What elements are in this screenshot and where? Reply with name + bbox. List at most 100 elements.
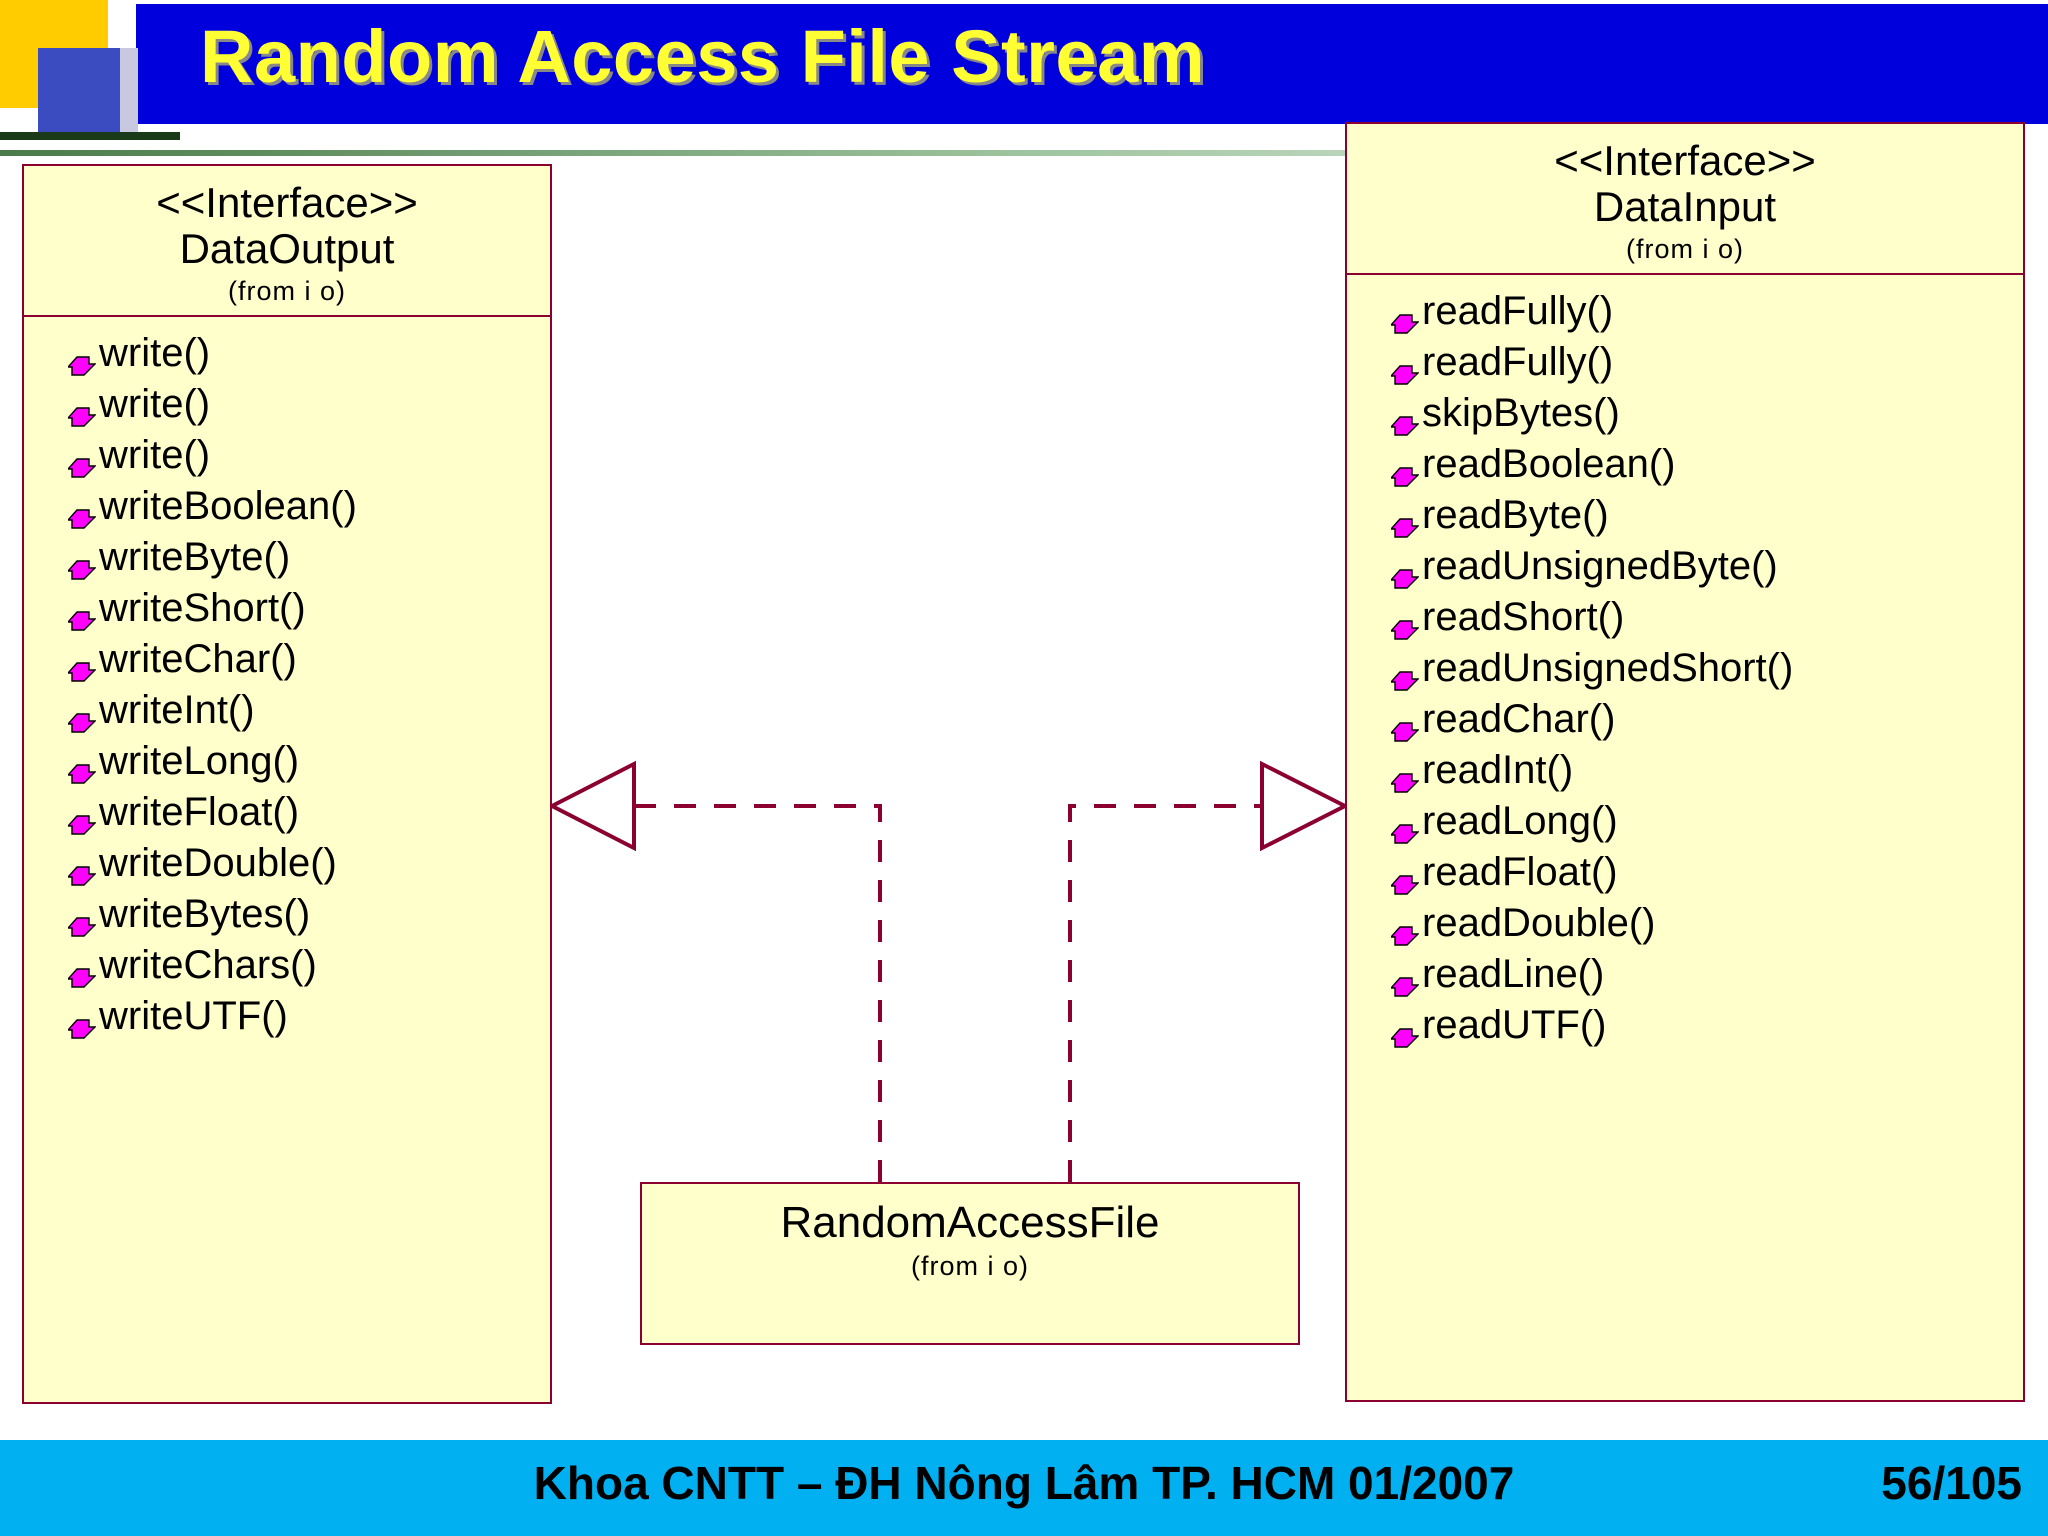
member-label: readDouble() [1422,900,1656,945]
list-item: skipBytes() [1347,387,2023,438]
list-item: readFloat() [1347,846,2023,897]
method-icon [66,599,97,631]
method-icon [1389,1016,1420,1048]
page-title: Random Access File Stream [200,15,1206,98]
uml-divider [24,315,550,318]
uml-class-datainput[interactable]: <<Interface>> DataInput (from i o) readF… [1345,122,2025,1402]
member-label: writeDouble() [99,840,337,885]
list-item: write() [24,327,550,378]
list-item: writeInt() [24,684,550,735]
uml-header-datainput: <<Interface>> DataInput (from i o) [1347,124,2023,273]
class-name-label: DataOutput [179,225,395,273]
member-label: readLine() [1422,951,1605,996]
list-item: readLine() [1347,948,2023,999]
member-list-dataoutput: write() write() write() writeBoolean() w… [24,317,550,1047]
list-item: writeChar() [24,633,550,684]
member-label: writeBoolean() [99,483,357,528]
list-item: readFully() [1347,336,2023,387]
member-label: writeFloat() [99,789,300,834]
member-label: readUnsignedByte() [1422,543,1778,588]
list-item: readUTF() [1347,999,2023,1050]
list-item: readUnsignedByte() [1347,540,2023,591]
footer-label: Khoa CNTT – ĐH Nông Lâm TP. HCM 01/2007 [533,1457,1515,1509]
method-icon [66,905,97,937]
list-item: writeFloat() [24,786,550,837]
member-label: readInt() [1422,747,1574,792]
method-icon [66,650,97,682]
member-label: readByte() [1422,492,1609,537]
member-label: writeShort() [99,585,306,630]
member-label: readUTF() [1422,1002,1607,1047]
method-icon [1389,659,1420,691]
member-label: writeChars() [99,942,317,987]
member-label: readFully() [1422,288,1614,333]
member-label: writeBytes() [99,891,311,936]
member-label: writeLong() [99,738,300,783]
method-icon [66,446,97,478]
list-item: readBoolean() [1347,438,2023,489]
method-icon [66,548,97,580]
uml-class-randomaccessfile[interactable]: RandomAccessFile (from i o) [640,1182,1300,1345]
method-icon [66,344,97,376]
member-list-datainput: readFully() readFully() skipBytes() read… [1347,275,2023,1056]
method-icon [1389,608,1420,640]
member-label: readBoolean() [1422,441,1676,486]
member-label: readFully() [1422,339,1614,384]
package-label: (from i o) [911,1251,1029,1282]
member-label: readFloat() [1422,849,1618,894]
package-label: (from i o) [228,276,346,307]
uml-divider [1347,273,2023,276]
list-item: readUnsignedShort() [1347,642,2023,693]
member-label: readUnsignedShort() [1422,645,1794,690]
slide-header: Random Access File Stream [0,0,2048,156]
method-icon [66,956,97,988]
method-icon [1389,863,1420,895]
member-label: readShort() [1422,594,1625,639]
member-label: readLong() [1422,798,1618,843]
method-icon [1389,812,1420,844]
member-label: writeByte() [99,534,291,579]
list-item: writeShort() [24,582,550,633]
stereotype-label: <<Interface>> [156,179,418,226]
method-icon [66,803,97,835]
header-blue-square [38,48,120,136]
list-item: writeLong() [24,735,550,786]
member-label: writeChar() [99,636,297,681]
member-label: skipBytes() [1422,390,1620,435]
list-item: writeUTF() [24,990,550,1041]
list-item: readLong() [1347,795,2023,846]
list-item: readDouble() [1347,897,2023,948]
header-rule-dark [0,132,180,140]
list-item: readShort() [1347,591,2023,642]
header-rule [0,150,1870,156]
member-label: writeInt() [99,687,255,732]
list-item: readFully() [1347,285,2023,336]
header-title-bar [136,4,2048,124]
uml-header-randomaccessfile: RandomAccessFile (from i o) [642,1184,1298,1290]
list-item: writeDouble() [24,837,550,888]
method-icon [1389,302,1420,334]
stereotype-label: <<Interface>> [1554,137,1816,184]
method-icon [1389,710,1420,742]
uml-class-dataoutput[interactable]: <<Interface>> DataOutput (from i o) writ… [22,164,552,1404]
slide-footer: Khoa CNTT – ĐH Nông Lâm TP. HCM 01/2007 … [0,1440,2048,1536]
header-accent-shadow [120,48,138,136]
list-item: readInt() [1347,744,2023,795]
method-icon [1389,455,1420,487]
member-label: writeUTF() [99,993,288,1038]
method-icon [66,1007,97,1039]
member-label: readChar() [1422,696,1616,741]
member-label: write() [99,381,211,426]
method-icon [1389,965,1420,997]
member-label: write() [99,432,211,477]
list-item: readChar() [1347,693,2023,744]
method-icon [66,701,97,733]
list-item: writeBoolean() [24,480,550,531]
list-item: writeBytes() [24,888,550,939]
package-label: (from i o) [1626,234,1744,265]
member-label: write() [99,330,211,375]
method-icon [1389,914,1420,946]
method-icon [66,752,97,784]
list-item: write() [24,429,550,480]
method-icon [66,854,97,886]
